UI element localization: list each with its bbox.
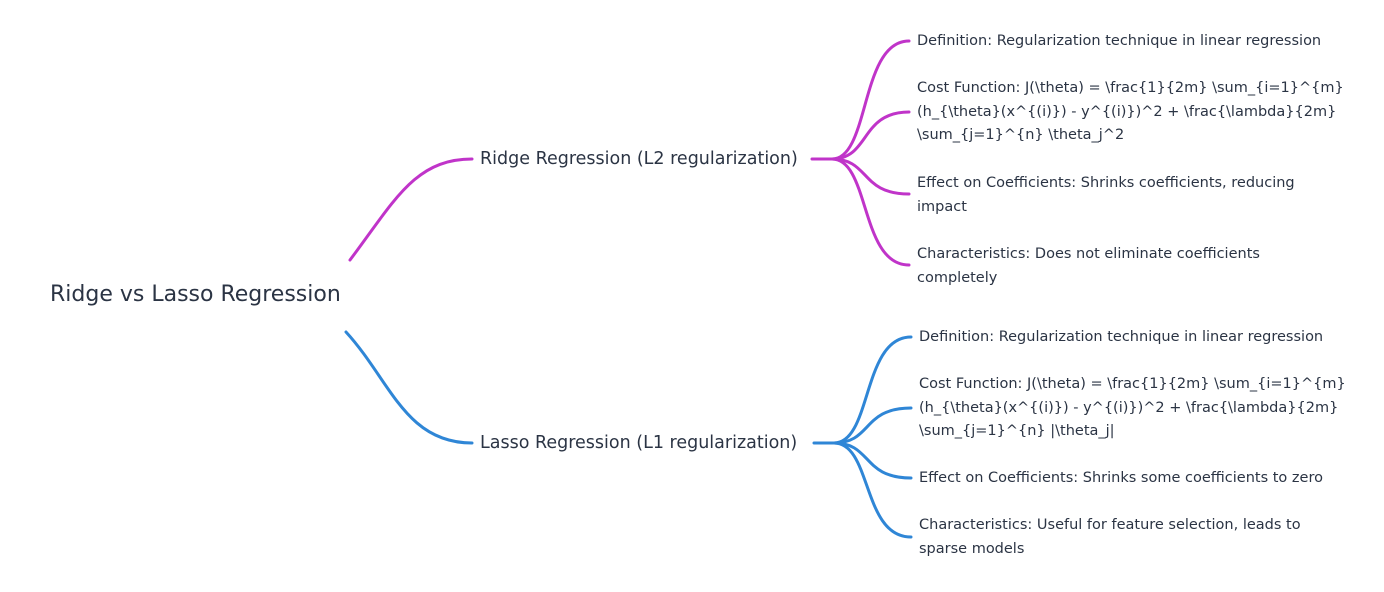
connector-ridge-definition	[830, 39, 911, 161]
lasso-characteristics-line-1: Characteristics: Useful for feature sele…	[919, 517, 1301, 533]
ridge-characteristics-line-2: completely	[917, 269, 998, 286]
lasso-effect: Effect on Coefficients: Shrinks some coe…	[919, 467, 1359, 491]
lasso-definition: Definition: Regularization technique in …	[919, 326, 1359, 350]
lasso-cost-line-1: Cost Function: J(\theta) = \frac{1}{2m} …	[919, 376, 1346, 392]
lasso-characteristics: Characteristics: Useful for feature sele…	[919, 514, 1359, 561]
ridge-effect-line-1: Effect on Coefficients: Shrinks coeffici…	[917, 175, 1295, 191]
connector-ridge-cost	[830, 110, 911, 161]
ridge-branch-label: Ridge Regression (L2 regularization)	[480, 149, 798, 169]
lasso-definition-text: Definition: Regularization technique in …	[919, 329, 1324, 345]
ridge-effect-line-2: impact	[917, 198, 967, 215]
ridge-cost-line-3: \sum_{j=1}^{n} \theta_j^2	[917, 127, 1125, 143]
connector-ridge-characteristics	[830, 157, 911, 267]
root-node-label: Ridge vs Lasso Regression	[50, 282, 341, 307]
lasso-cost-function: Cost Function: J(\theta) = \frac{1}{2m} …	[919, 373, 1359, 444]
connector-lasso-effect	[832, 441, 913, 480]
connector-root-ridge	[348, 157, 474, 262]
lasso-characteristics-line-2: sparse models	[919, 540, 1025, 557]
ridge-cost-function: Cost Function: J(\theta) = \frac{1}{2m} …	[917, 77, 1357, 148]
ridge-definition: Definition: Regularization technique in …	[917, 30, 1357, 54]
lasso-branch-label: Lasso Regression (L1 regularization)	[480, 433, 798, 453]
connector-root-lasso	[344, 330, 474, 445]
lasso-effect-text: Effect on Coefficients: Shrinks some coe…	[919, 470, 1323, 486]
connector-lasso-characteristics	[832, 441, 913, 539]
lasso-cost-line-2: (h_{\theta}(x^{(i)}) - y^{(i)})^2 + \fra…	[919, 399, 1339, 416]
connector-lasso-cost	[832, 406, 913, 445]
connector-lasso-definition	[832, 335, 913, 445]
ridge-effect: Effect on Coefficients: Shrinks coeffici…	[917, 172, 1357, 219]
ridge-definition-text: Definition: Regularization technique in …	[917, 33, 1322, 49]
ridge-cost-line-1: Cost Function: J(\theta) = \frac{1}{2m} …	[917, 80, 1344, 96]
lasso-cost-line-3: \sum_{j=1}^{n} |\theta_j|	[919, 423, 1115, 439]
ridge-characteristics: Characteristics: Does not eliminate coef…	[917, 243, 1357, 290]
ridge-characteristics-line-1: Characteristics: Does not eliminate coef…	[917, 246, 1260, 262]
connector-ridge-effect	[830, 157, 911, 196]
ridge-cost-line-2: (h_{\theta}(x^{(i)}) - y^{(i)})^2 + \fra…	[917, 103, 1337, 120]
